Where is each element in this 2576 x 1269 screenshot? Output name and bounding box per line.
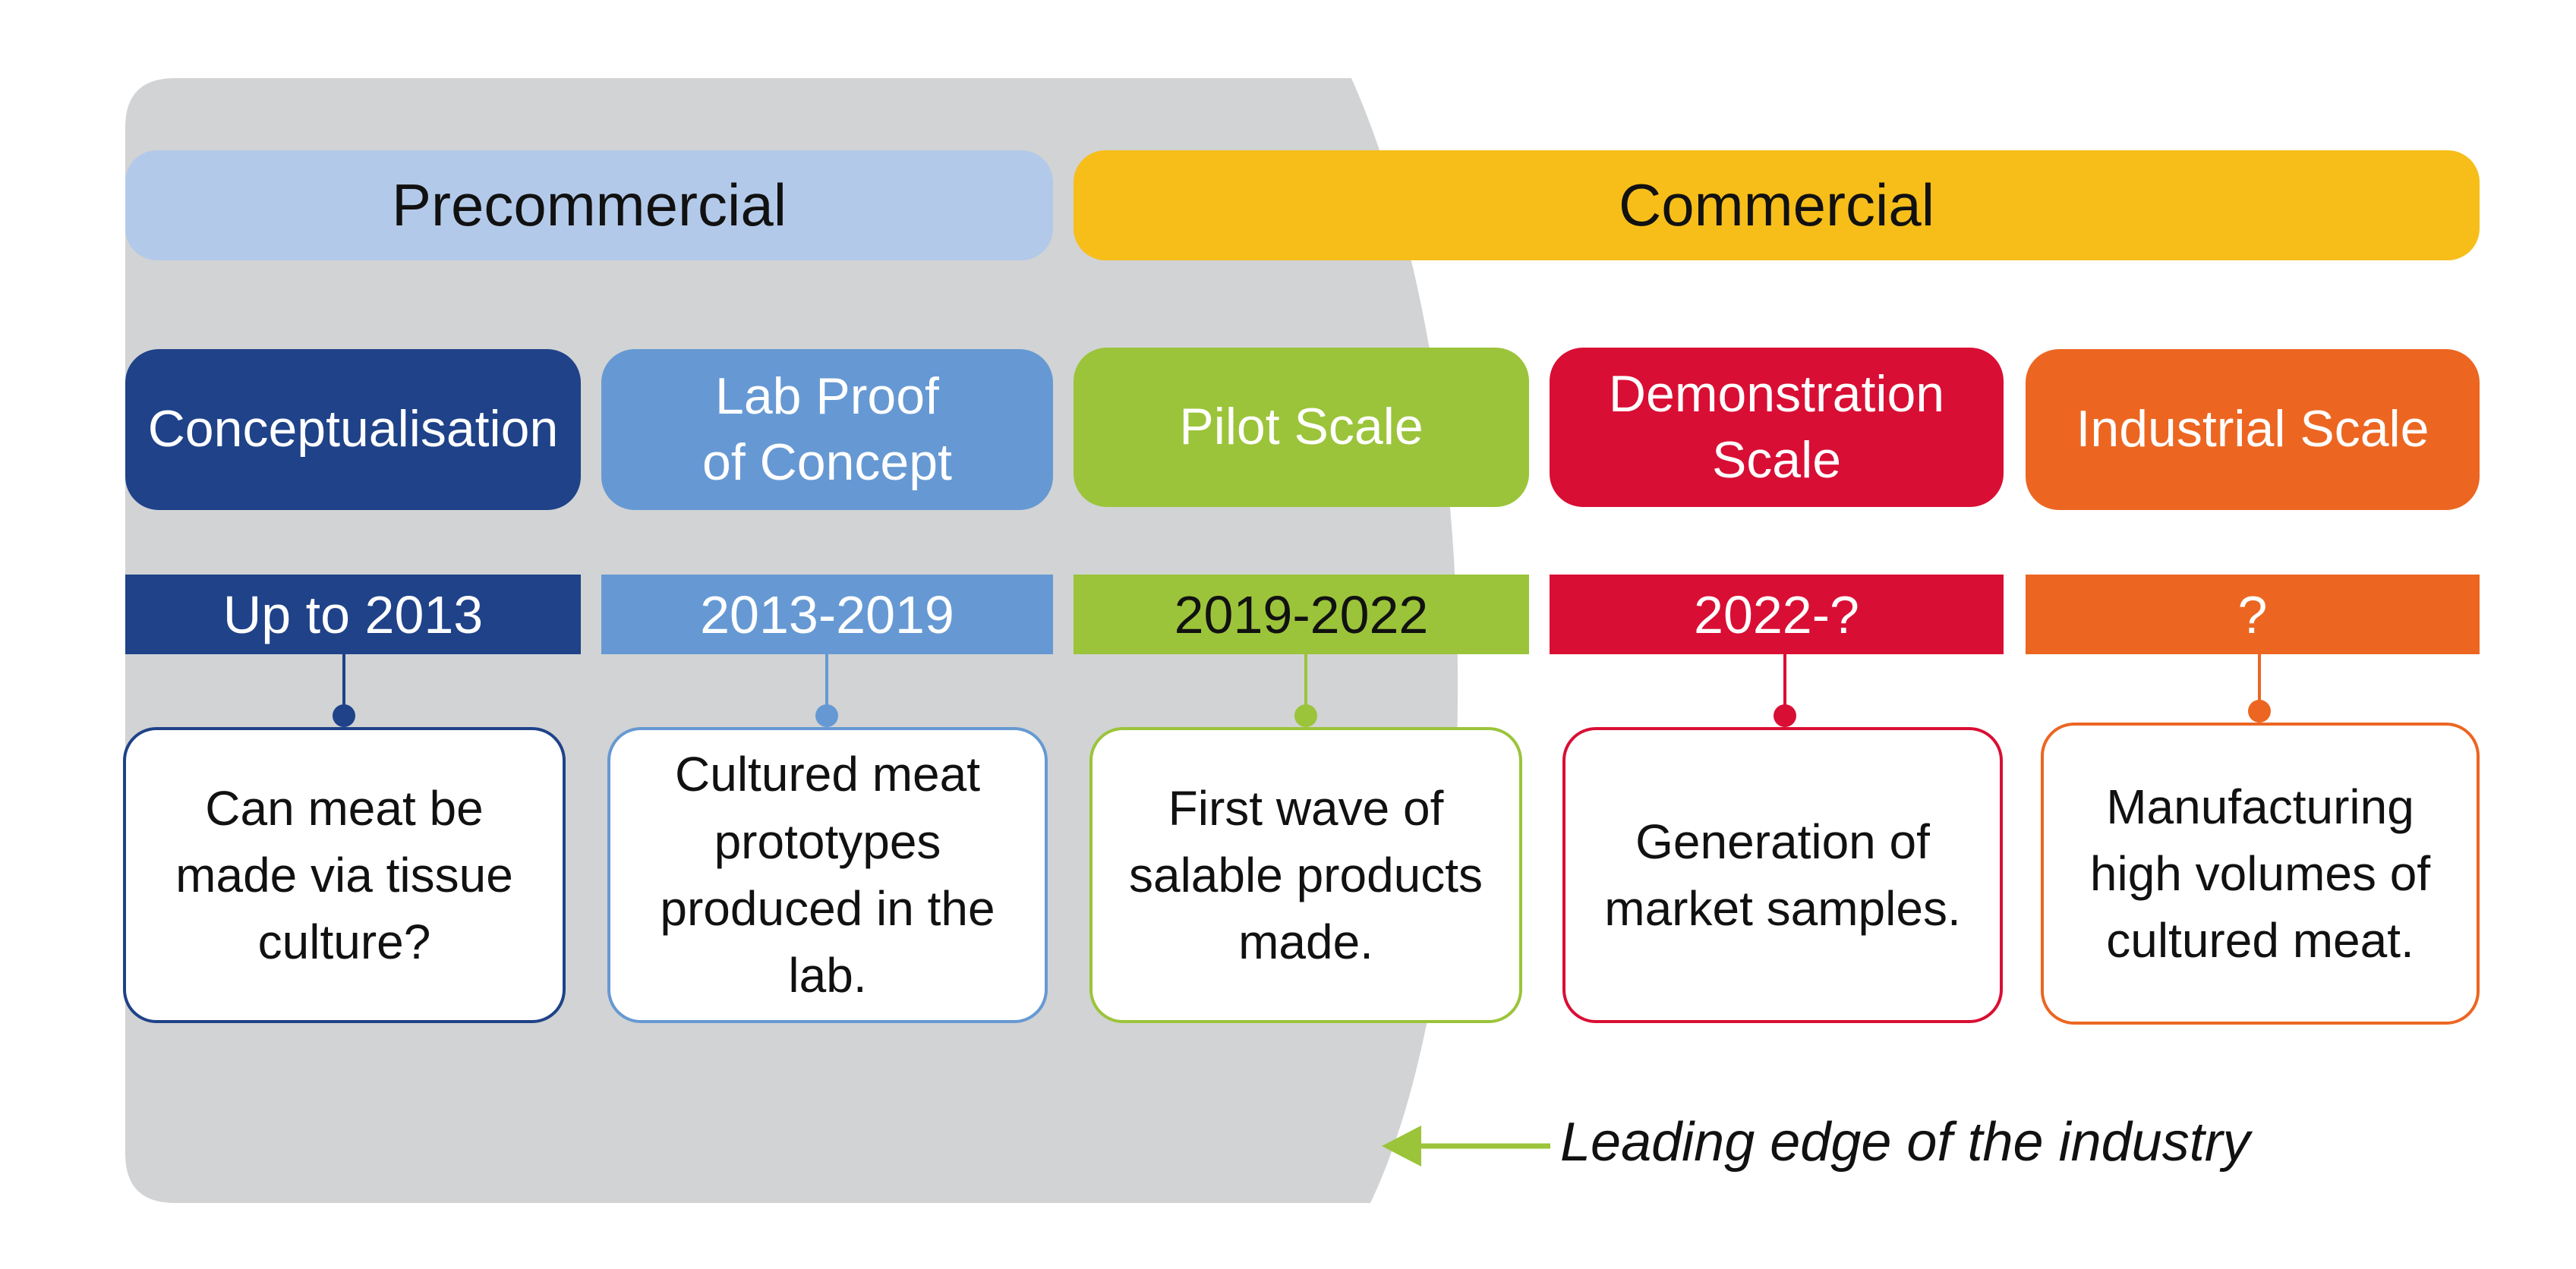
phase-commercial: Commercial [1074,150,2480,260]
connector-line-industrial-scale [2258,654,2261,715]
description-conceptualisation: Can meat be made via tissue culture? [175,780,513,970]
period-demonstration-scale-label: 2022-? [1694,584,1859,644]
connector-dot-demonstration-scale [1774,704,1796,727]
period-industrial-scale-label: ? [2237,584,2268,644]
leading-edge-label: Leading edge of the industry [1560,1112,2250,1173]
period-pilot-scale: 2019-2022 [1074,575,1529,654]
stage-pilot-scale-label: Pilot Scale [1179,398,1424,456]
description-industrial-scale: Manufacturing high volumes of cultured m… [2089,779,2431,968]
phase-precommercial: Precommercial [125,150,1053,260]
phase-precommercial-label: Precommercial [391,172,787,238]
period-conceptualisation: Up to 2013 [125,575,581,654]
stage-conceptualisation-label: Conceptualisation [147,400,559,458]
description-card-demonstration-scale: Generation of market samples. [1562,727,2003,1023]
connector-line-pilot-scale [1304,654,1307,715]
stage-industrial-scale: Industrial Scale [2026,349,2480,510]
phase-commercial-label: Commercial [1618,172,1935,238]
description-demonstration-scale: Generation of market samples. [1604,814,1961,936]
stage-industrial-scale-label: Industrial Scale [2076,400,2429,458]
description-card-conceptualisation: Can meat be made via tissue culture? [123,727,566,1023]
connector-line-lab-proof-of-concept [825,654,828,715]
period-pilot-scale-label: 2019-2022 [1174,584,1429,644]
leading-edge-arrow-icon [1382,1126,1550,1167]
period-lab-proof-of-concept: 2013-2019 [601,575,1053,654]
description-card-pilot-scale: First wave of salable products made. [1089,727,1522,1023]
description-lab-proof-of-concept: Cultured meat prototypes produced in the… [660,747,995,1003]
period-conceptualisation-label: Up to 2013 [222,584,484,644]
description-card-industrial-scale: Manufacturing high volumes of cultured m… [2041,723,2480,1025]
description-pilot-scale: First wave of salable products made. [1128,780,1483,970]
connector-dot-pilot-scale [1294,704,1317,727]
period-demonstration-scale: 2022-? [1550,575,2004,654]
period-lab-proof-of-concept-label: 2013-2019 [700,584,954,644]
period-industrial-scale: ? [2026,575,2480,654]
stage-pilot-scale: Pilot Scale [1074,348,1529,507]
description-card-lab-proof-of-concept: Cultured meat prototypes produced in the… [607,727,1048,1023]
connector-dot-industrial-scale [2248,700,2271,723]
connector-line-conceptualisation [342,654,345,715]
connector-line-demonstration-scale [1783,654,1786,715]
stage-conceptualisation: Conceptualisation [125,349,581,510]
connector-dot-conceptualisation [333,704,355,727]
connector-dot-lab-proof-of-concept [815,704,838,727]
